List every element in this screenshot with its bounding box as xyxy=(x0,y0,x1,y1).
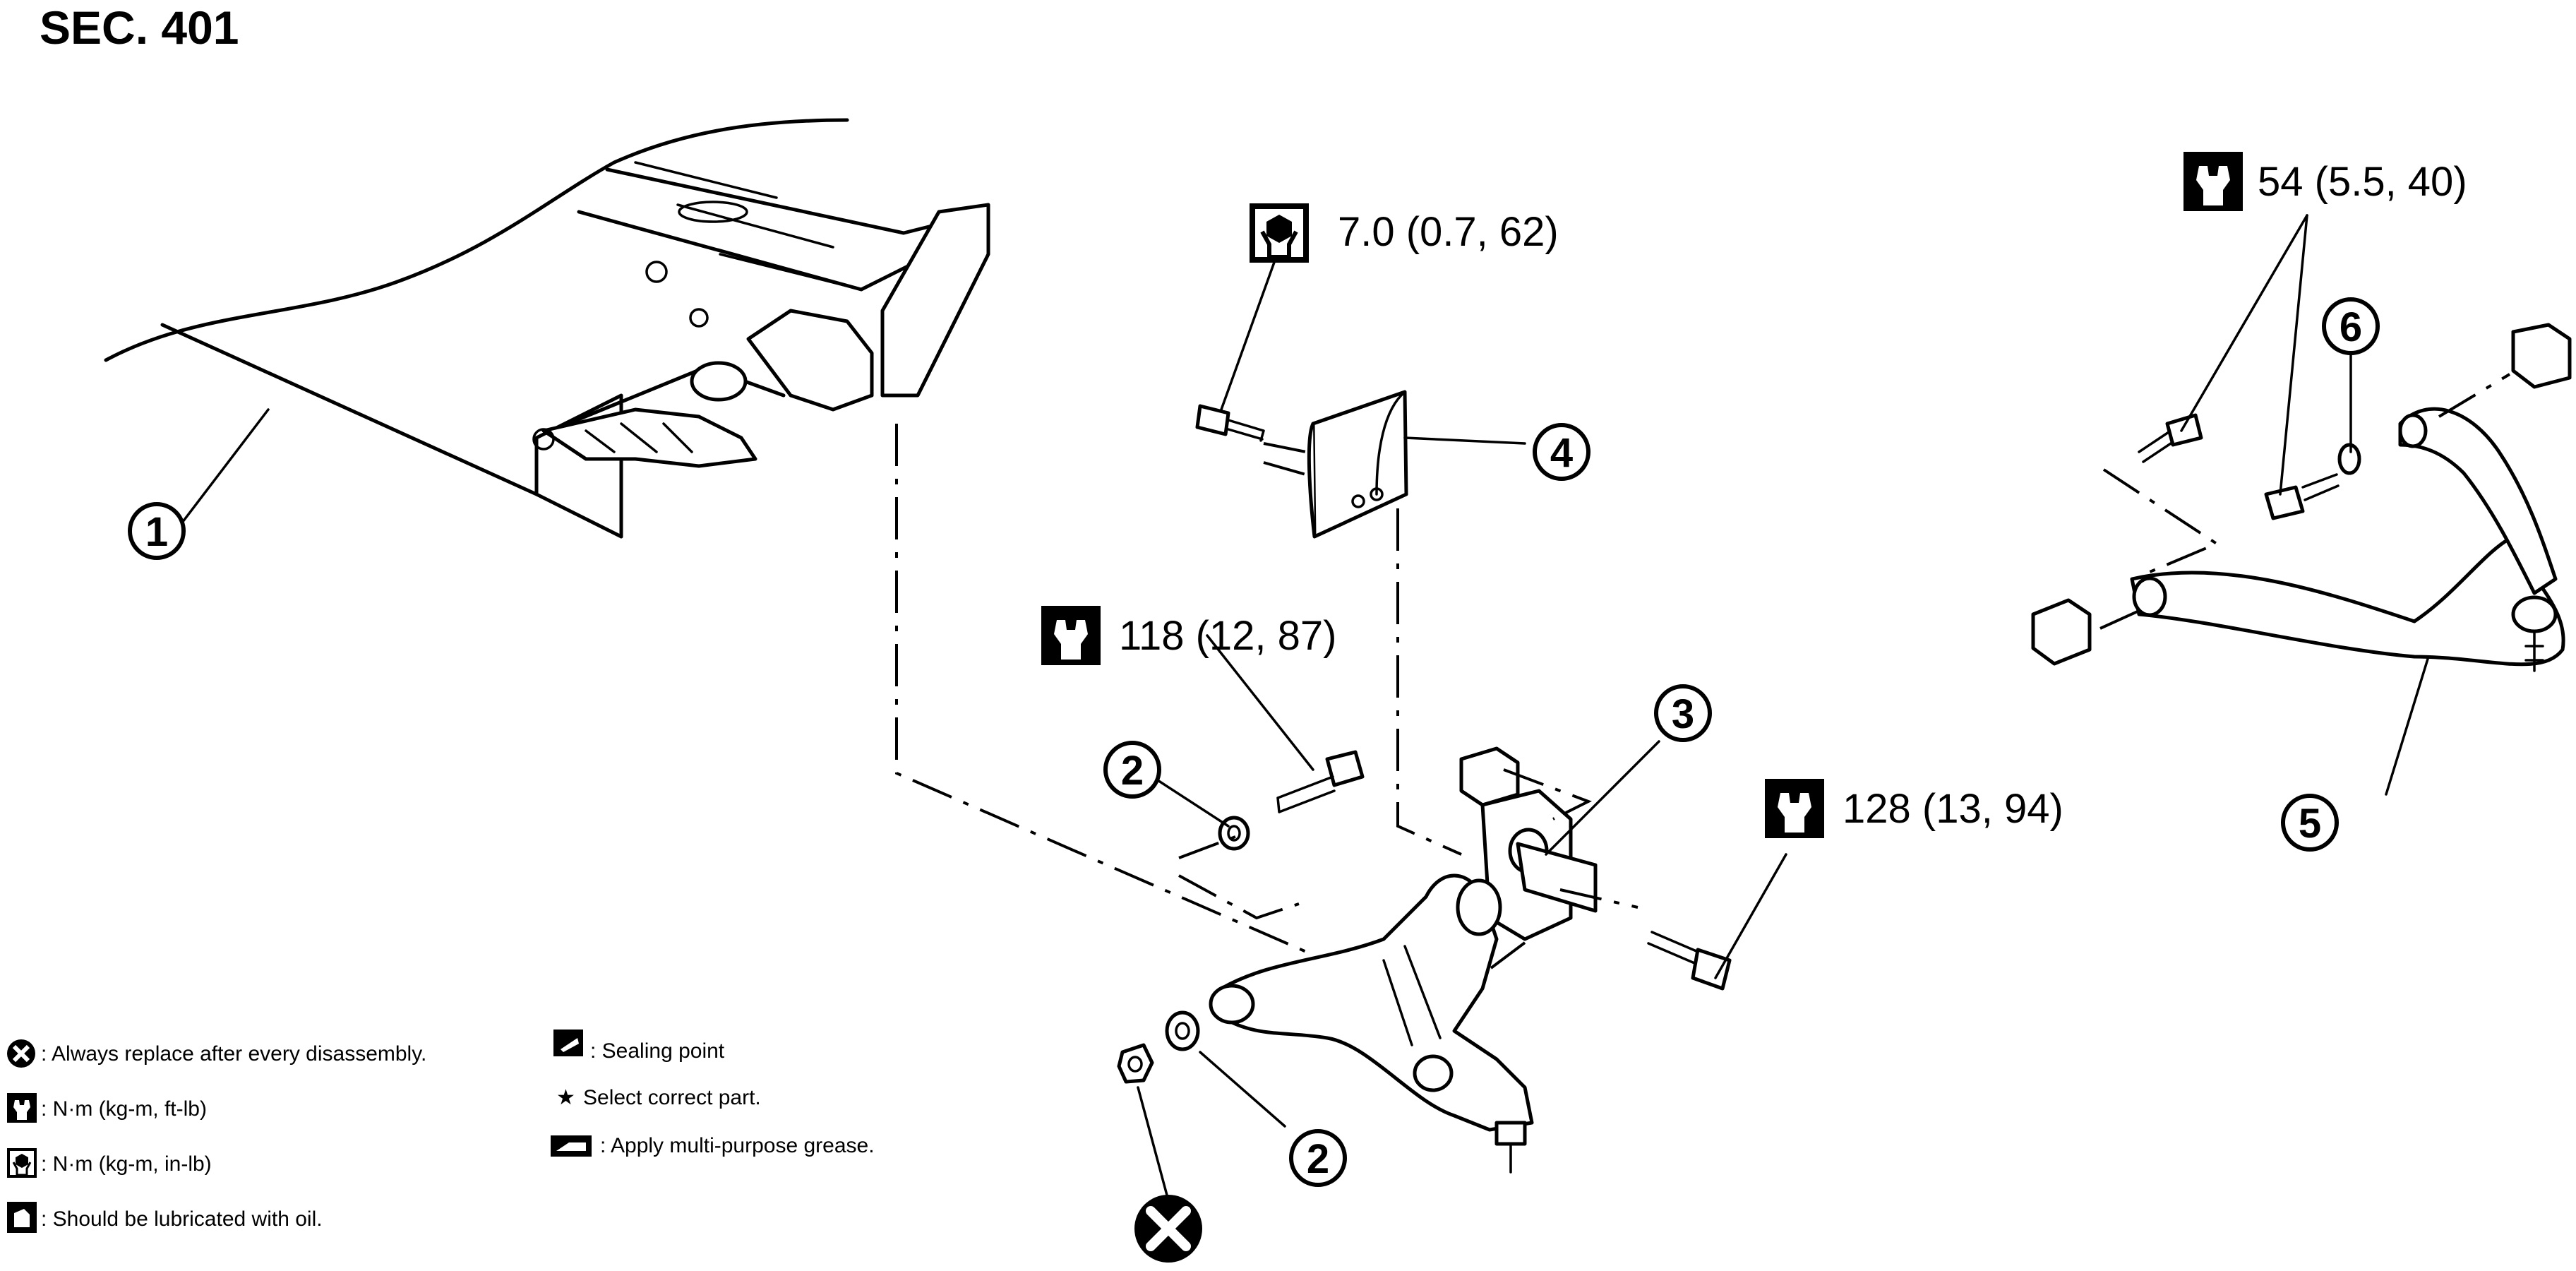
svg-text:4: 4 xyxy=(1550,430,1573,476)
washer-nut xyxy=(1117,1010,1200,1084)
cover-bolt xyxy=(1195,404,1265,442)
upper-bushing-rear xyxy=(2511,323,2572,389)
torque-spec-t1: 7.0 (0.7, 62) xyxy=(1250,203,1559,263)
svg-text:Select correct part.: Select correct part. xyxy=(583,1086,761,1109)
svg-text:3: 3 xyxy=(1672,691,1694,737)
section-title: SEC. 401 xyxy=(40,1,239,54)
torque-spec-t3: 118 (12, 87) xyxy=(1041,606,1336,665)
part-callout-3: 3 xyxy=(1654,684,1712,742)
torque-spec-t2: 54 (5.5, 40) xyxy=(2183,152,2467,211)
torque-value: 7.0 (0.7, 62) xyxy=(1338,209,1559,255)
cover xyxy=(1307,390,1408,539)
torque-ft-lb-icon xyxy=(1765,779,1824,838)
torque-in-lb-icon xyxy=(6,1147,38,1179)
legend-grease: : Apply multi-purpose grease. xyxy=(551,1134,875,1157)
part-callout-6: 6 xyxy=(2322,297,2380,355)
star-icon: ★ xyxy=(556,1086,575,1109)
torque-in-lb-icon xyxy=(1250,203,1309,263)
part-callout-2-upper: 2 xyxy=(1103,741,1161,799)
svg-text:: N·m (kg-m, ft-lb): : N·m (kg-m, ft-lb) xyxy=(41,1097,207,1121)
always-replace-icon xyxy=(1134,1195,1202,1263)
upper-arm-bolts xyxy=(2138,413,2361,520)
leader-lines xyxy=(176,214,2430,1202)
arm-bolt xyxy=(1218,750,1365,851)
svg-text:5: 5 xyxy=(2299,801,2321,847)
torque-ft-lb-icon xyxy=(2183,152,2243,211)
svg-text:2: 2 xyxy=(1307,1136,1329,1182)
legend: : Always replace after every disassembly… xyxy=(6,1030,875,1233)
legend-select: ★ Select correct part. xyxy=(556,1086,761,1109)
legend-nm-in: : N·m (kg-m, in-lb) xyxy=(6,1147,212,1179)
legend-replace: : Always replace after every disassembly… xyxy=(7,1039,426,1068)
legend-nm-ft: : N·m (kg-m, ft-lb) xyxy=(7,1093,207,1123)
svg-text:: Apply multi-purpose grease.: : Apply multi-purpose grease. xyxy=(600,1134,875,1157)
bracket-bolt xyxy=(1647,931,1732,991)
torque-ft-lb-icon xyxy=(1041,606,1101,665)
svg-text:: Always replace after every d: : Always replace after every disassembly… xyxy=(41,1042,426,1066)
torque-spec-t4: 128 (13, 94) xyxy=(1765,779,2063,838)
part-callout-1: 1 xyxy=(128,502,186,560)
upper-arm xyxy=(2130,407,2565,672)
svg-text:6: 6 xyxy=(2340,304,2362,350)
svg-text:: N·m (kg-m, in-lb): : N·m (kg-m, in-lb) xyxy=(41,1152,212,1176)
suspension-member xyxy=(104,118,990,539)
legend-lube: : Should be lubricated with oil. xyxy=(7,1202,323,1233)
part-callout-5: 5 xyxy=(2281,794,2339,852)
part-callout-2-lower: 2 xyxy=(1289,1129,1347,1187)
torque-value: 54 (5.5, 40) xyxy=(2258,159,2467,205)
legend-seal: : Sealing point xyxy=(553,1030,725,1063)
svg-text:1: 1 xyxy=(145,509,168,555)
lower-link xyxy=(1209,873,1534,1174)
part-callout-4: 4 xyxy=(1533,423,1590,481)
upper-bushing-front xyxy=(2031,598,2092,666)
assembly-lines xyxy=(895,373,2511,976)
svg-text:2: 2 xyxy=(1121,748,1144,794)
svg-text:: Sealing point: : Sealing point xyxy=(590,1039,725,1063)
torque-value: 118 (12, 87) xyxy=(1119,613,1336,659)
torque-ft-lb-icon xyxy=(7,1093,37,1123)
torque-value: 128 (13, 94) xyxy=(1843,786,2063,832)
svg-text:: Should be lubricated with oi: : Should be lubricated with oil. xyxy=(41,1207,323,1231)
